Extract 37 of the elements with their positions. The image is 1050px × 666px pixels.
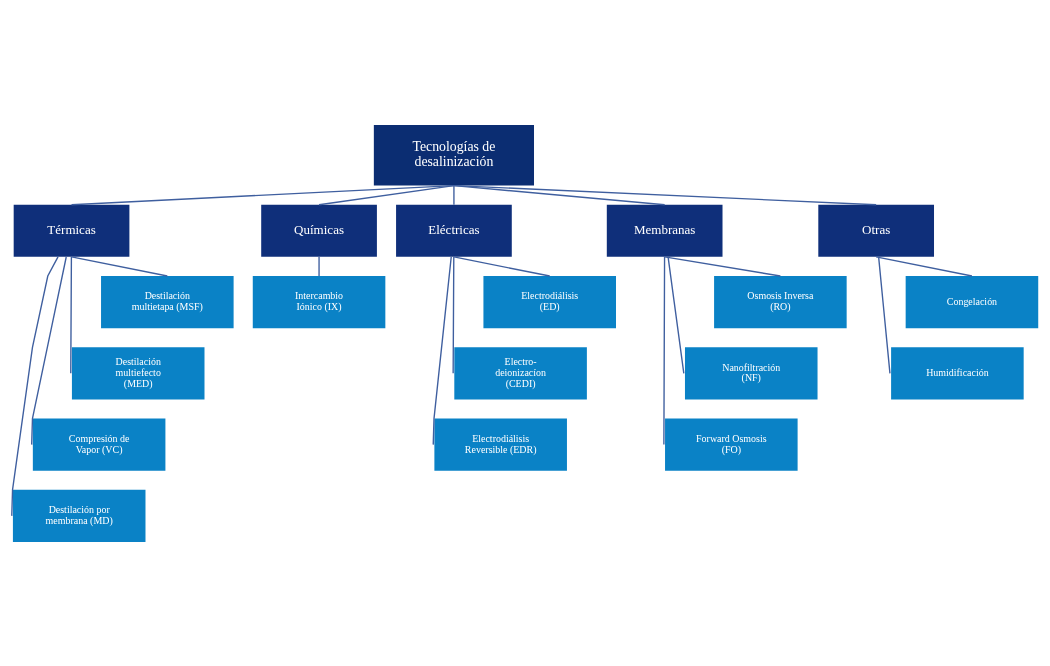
node-box: Químicas — [261, 204, 377, 257]
node-box: Nanofiltración (NF) — [684, 346, 818, 399]
connector — [875, 255, 973, 277]
connector — [453, 184, 877, 205]
connector — [318, 184, 455, 205]
node-box: Electro- deionizacíon (CEDI) — [454, 346, 587, 399]
connector — [452, 255, 455, 374]
connector — [453, 184, 666, 205]
connector — [432, 255, 452, 445]
node-box: Electrodiálisis (ED) — [483, 275, 616, 328]
node-box: Osmosis Inversa (RO) — [714, 275, 847, 328]
connector — [663, 255, 782, 277]
connector — [11, 255, 59, 517]
connector — [31, 255, 67, 445]
node-box: Destilación multietapa (MSF) — [101, 275, 234, 328]
node-box: Congelación — [905, 275, 1039, 328]
node-box: Destilación multiefecto (MED) — [71, 346, 205, 399]
connector — [663, 255, 666, 445]
connector — [318, 255, 320, 277]
node-box: Otras — [818, 204, 934, 257]
node-box: Intercambio Iónico (IX) — [252, 275, 386, 328]
connector — [70, 184, 455, 205]
node-box: Destilación por membrana (MD) — [12, 489, 146, 542]
node-box: Electrodiálisis Reversible (EDR) — [434, 418, 567, 471]
node-box: Compresión de Vapor (VC) — [32, 418, 166, 471]
node-box: Humidificación — [891, 346, 1024, 399]
connector — [70, 255, 73, 374]
node-box: Térmicas — [13, 204, 130, 257]
connector — [453, 184, 455, 205]
connector — [667, 255, 685, 374]
node-box: Tecnologías de desalinización — [373, 124, 534, 186]
connector — [877, 255, 891, 374]
node-box: Membranas — [606, 204, 723, 257]
node-box: Forward Osmosis (FO) — [665, 418, 798, 471]
node-box: Eléctricas — [396, 204, 512, 257]
connector — [453, 255, 551, 277]
connector — [70, 255, 168, 277]
